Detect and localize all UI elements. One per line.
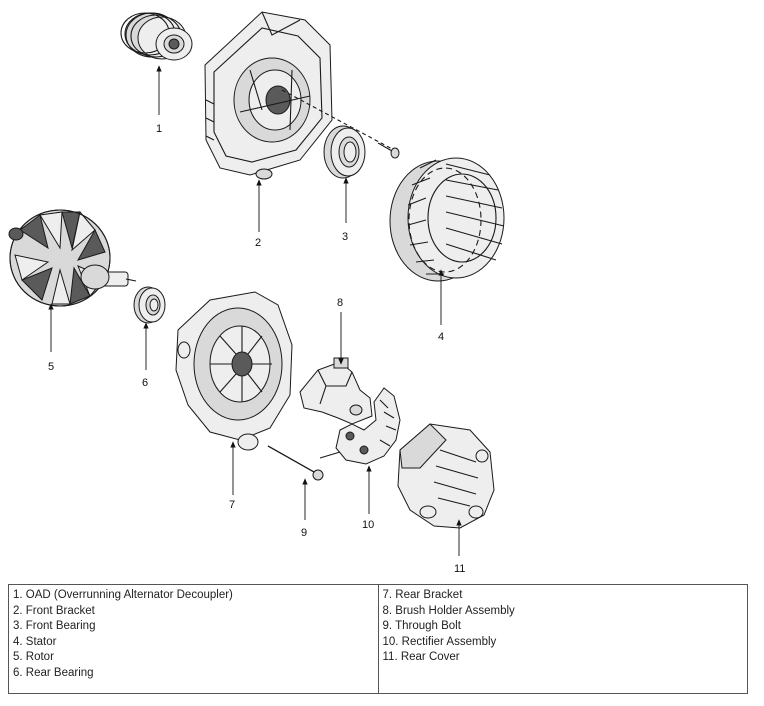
stator-part bbox=[389, 157, 505, 282]
oad-pulley-part bbox=[120, 12, 193, 61]
callout-8: 8 bbox=[337, 297, 343, 309]
alternator-exploded-diagram: 1 2 3 4 bbox=[8, 11, 505, 575]
callout-10: 10 bbox=[362, 519, 374, 531]
legend-column-right: 7. Rear Bracket 8. Brush Holder Assembly… bbox=[377, 585, 748, 693]
callout-3: 3 bbox=[342, 231, 348, 243]
legend-item: 1. OAD (Overrunning Alternator Decoupler… bbox=[13, 589, 233, 601]
callout-5: 5 bbox=[48, 361, 54, 373]
legend-item: 5. Rotor bbox=[13, 651, 54, 663]
legend-item: 4. Stator bbox=[13, 635, 57, 648]
callout-7: 7 bbox=[229, 499, 235, 511]
callout-1: 1 bbox=[156, 123, 162, 135]
rear-bearing-part bbox=[133, 286, 166, 324]
bearing-screw-part bbox=[377, 142, 400, 159]
callout-6: 6 bbox=[142, 377, 148, 389]
legend-item: 6. Rear Bearing bbox=[13, 666, 94, 679]
front-bearing-part bbox=[323, 125, 366, 179]
rear-cover-part bbox=[397, 423, 495, 529]
brush-holder-part bbox=[299, 357, 373, 425]
callout-2: 2 bbox=[255, 237, 261, 249]
legend-item: 9. Through Bolt bbox=[382, 620, 461, 632]
parts-legend-table: 1. OAD (Overrunning Alternator Decoupler… bbox=[8, 584, 748, 694]
legend-item: 3. Front Bearing bbox=[13, 620, 96, 632]
legend-item: 11. Rear Cover bbox=[382, 651, 460, 663]
legend-item: 10. Rectifier Assembly bbox=[382, 635, 497, 648]
legend-column-left: 1. OAD (Overrunning Alternator Decoupler… bbox=[9, 585, 378, 693]
rear-bracket-part bbox=[175, 291, 293, 451]
through-bolt-part bbox=[267, 445, 324, 481]
callout-4: 4 bbox=[438, 331, 444, 343]
rectifier-part bbox=[319, 387, 401, 465]
callout-9: 9 bbox=[301, 527, 307, 539]
legend-item: 2. Front Bracket bbox=[13, 604, 95, 617]
rotor-part bbox=[8, 209, 137, 307]
legend-item: 7. Rear Bracket bbox=[382, 589, 463, 601]
callout-11: 11 bbox=[454, 563, 465, 575]
legend-item: 8. Brush Holder Assembly bbox=[382, 604, 515, 617]
front-bracket-part bbox=[204, 11, 395, 180]
